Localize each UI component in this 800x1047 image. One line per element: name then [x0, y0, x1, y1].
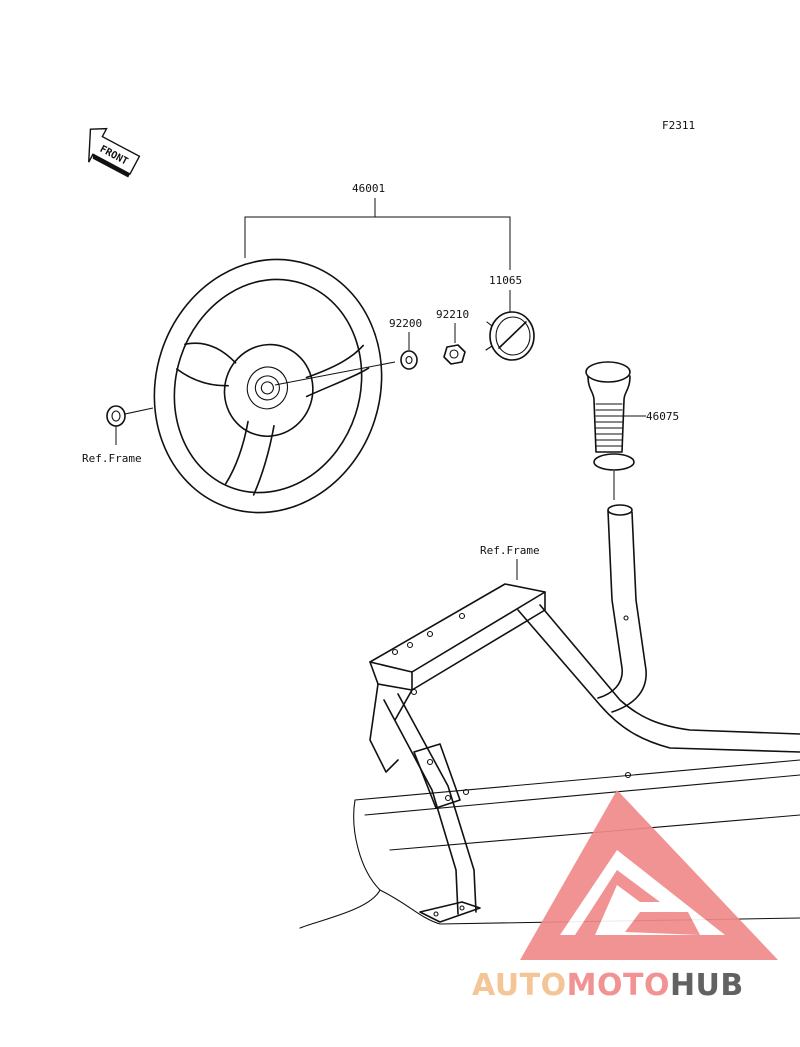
emblem-part: 11065: [485, 274, 535, 361]
front-arrow-icon: FRONT: [88, 127, 141, 178]
frame: [299, 583, 800, 929]
handle-bar-tube: [597, 504, 647, 713]
part-46075-label: 46075: [646, 410, 679, 423]
ref-frame-washer-left: Ref.Frame: [82, 405, 154, 465]
ref-frame-left-label: Ref.Frame: [82, 452, 142, 465]
logo-part-auto: AUTO: [472, 968, 567, 1003]
grip-part: 46075: [585, 361, 679, 500]
part-11065-label: 11065: [489, 274, 522, 287]
logo-part-hub: HUB: [670, 968, 744, 1003]
svg-text:AUTOMOTOHUB: AUTOMOTOHUB: [472, 968, 744, 1003]
steering-wheel-assy-callout: 46001: [244, 182, 511, 270]
diagram-code: F2311: [662, 119, 695, 132]
steering-wheel: [153, 258, 383, 514]
part-46001-label: 46001: [352, 182, 385, 195]
automotohub-logo: AUTOMOTOHUB: [472, 790, 778, 1003]
nut-part: 92210: [436, 308, 469, 365]
shaft-centerline: [274, 361, 396, 386]
logo-part-moto: MOTO: [567, 968, 670, 1003]
part-92210-label: 92210: [436, 308, 469, 321]
washer-part: 92200: [389, 317, 422, 370]
ref-frame-center-label: Ref.Frame: [480, 544, 540, 557]
part-92200-label: 92200: [389, 317, 422, 330]
